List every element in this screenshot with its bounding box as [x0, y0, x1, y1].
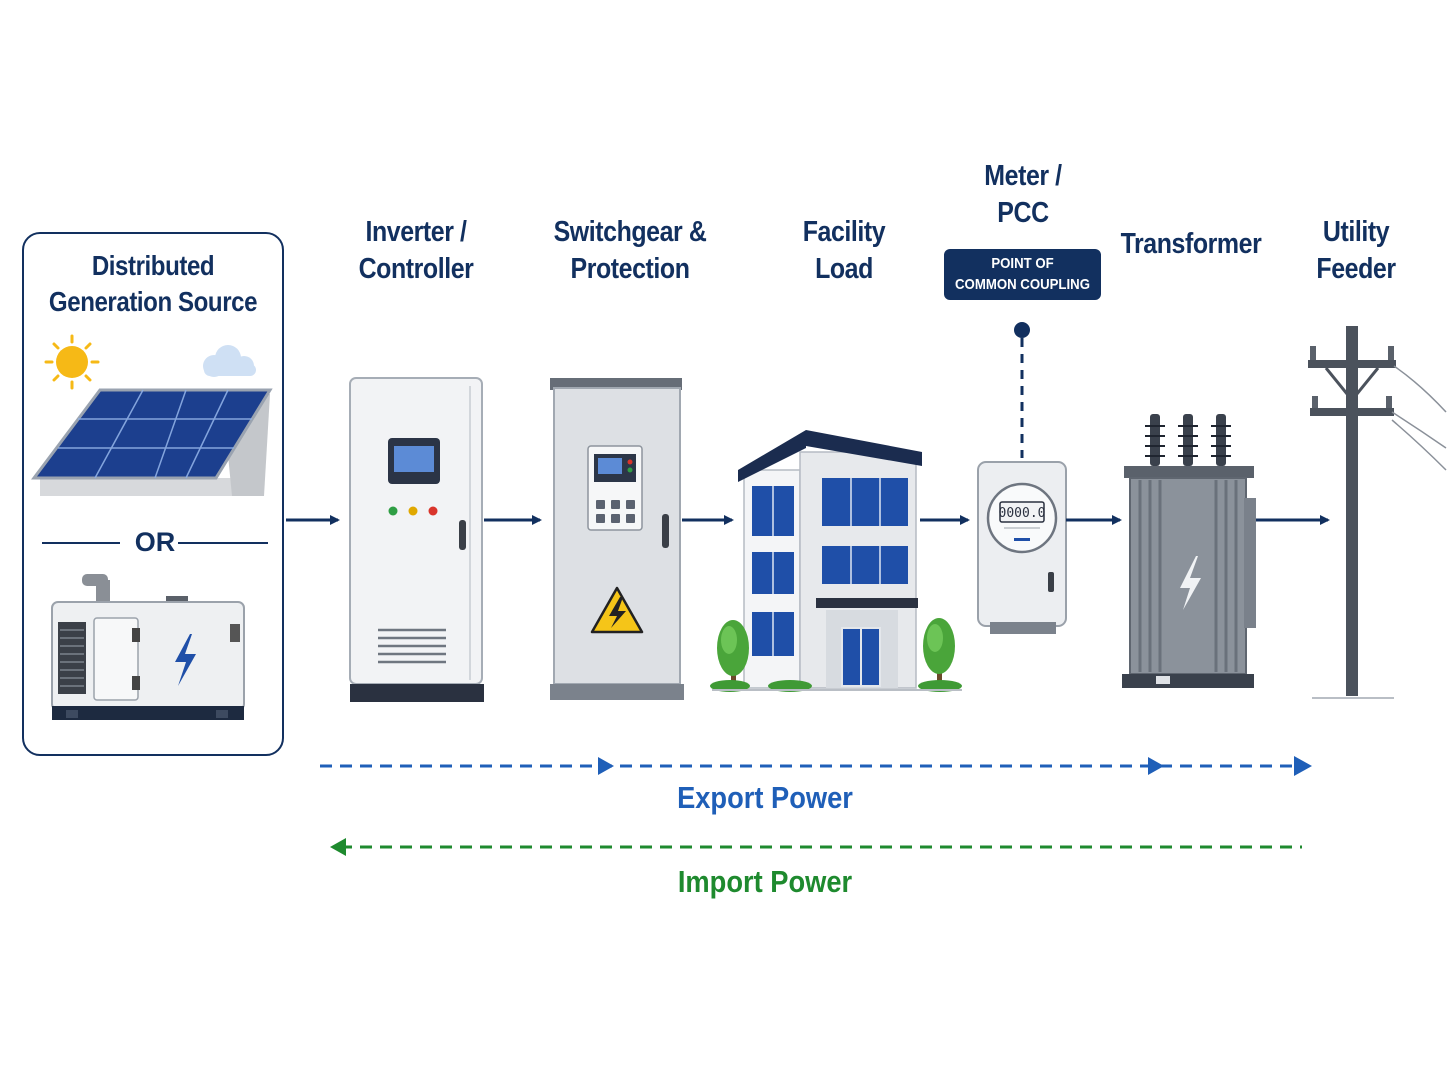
pcc-badge-line1: POINT OF: [991, 255, 1054, 272]
pcc-badge: POINT OF COMMON COUPLING: [944, 249, 1101, 300]
stage-label-meter-pcc: Meter /PCC: [984, 160, 1062, 229]
source-title-line2: Generation Source: [48, 286, 258, 317]
transformer-icon: [1122, 414, 1256, 688]
utility-pole-icon: [1308, 326, 1447, 699]
export-power-arrow: [320, 756, 1312, 776]
source-title: Distributed Generation Source: [42, 248, 264, 320]
inverter-cabinet-icon: [349, 377, 484, 702]
cloud-icon: [203, 345, 256, 377]
or-line-left: [42, 542, 120, 544]
pcc-connector: [1014, 322, 1030, 458]
stage-label-transformer: Transformer: [1120, 228, 1262, 260]
sun-icon: [44, 334, 100, 390]
or-line-right: [178, 542, 268, 544]
switchgear-cabinet-icon: [550, 378, 684, 700]
stage-label-inverter: Inverter /Controller: [358, 216, 474, 285]
generator-icon: [51, 574, 245, 720]
tree-icon-right: [923, 618, 955, 682]
stage-label-switchgear: Switchgear &Protection: [553, 216, 707, 285]
or-divider: OR: [42, 524, 268, 560]
meter-display: 0000.0: [999, 506, 1046, 521]
source-title-line1: Distributed: [91, 250, 215, 281]
import-power-arrow: [330, 838, 1302, 856]
or-label: OR: [134, 527, 176, 557]
import-power-label: Import Power: [677, 864, 853, 899]
solar-panel-icon: [31, 388, 273, 496]
pcc-badge-line2: COMMON COUPLING: [955, 276, 1090, 293]
facility-building-icon: [738, 430, 922, 689]
tree-icon-left: [717, 620, 749, 682]
meter-icon: 0000.0: [977, 461, 1067, 634]
export-power-label: Export Power: [677, 780, 853, 815]
